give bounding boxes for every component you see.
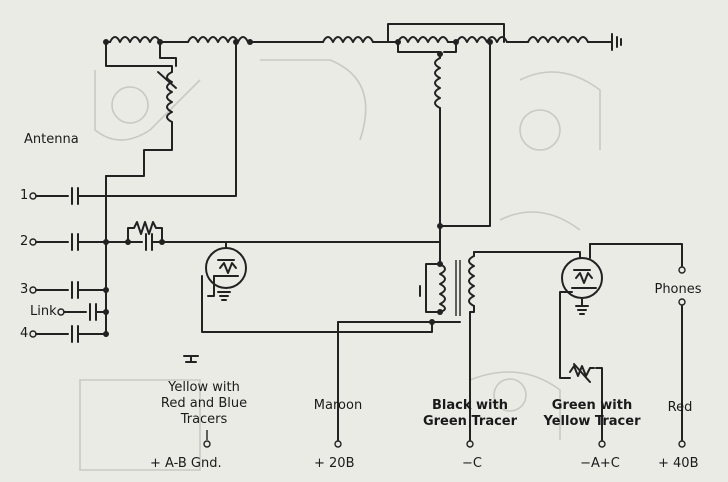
b-supply-bus bbox=[201, 275, 461, 448]
rheostat bbox=[569, 365, 595, 377]
link-label: Link bbox=[30, 304, 57, 319]
ab-gnd-label: + A-B Gnd. bbox=[150, 456, 222, 471]
black-wire-line-2: Green Tracer bbox=[422, 414, 518, 429]
terminal-4-post bbox=[29, 330, 37, 338]
antenna-label: Antenna bbox=[24, 132, 79, 147]
terminal-2-wiring bbox=[35, 233, 129, 251]
terminal-4-wiring bbox=[35, 325, 107, 343]
phones-output bbox=[678, 298, 686, 448]
minus-c-label: −C bbox=[462, 456, 482, 471]
transformer-primary bbox=[439, 263, 446, 313]
ab-ground-terminal bbox=[183, 355, 211, 448]
yellow-wire-line-3: Tracers bbox=[180, 412, 228, 427]
yellow-wire-line-1: Yellow with bbox=[168, 380, 240, 395]
coil-1 bbox=[109, 36, 161, 43]
coil-4 bbox=[397, 36, 449, 43]
audio-transformer bbox=[419, 241, 475, 448]
terminal-3-label: 3 bbox=[20, 282, 29, 297]
left-vertical-coil bbox=[105, 41, 177, 177]
antenna-input-section bbox=[29, 41, 441, 343]
ground-symbol-top bbox=[611, 33, 622, 51]
red-label: Red bbox=[667, 400, 693, 415]
terminal-3-post bbox=[29, 286, 37, 294]
terminal-2-label: 2 bbox=[20, 234, 29, 249]
green-wire-line-1: Green with bbox=[551, 398, 633, 413]
background-ghost-sketches bbox=[79, 59, 601, 471]
yellow-wire-line-2: Red and Blue bbox=[160, 396, 248, 411]
terminal-2-post bbox=[29, 238, 37, 246]
terminal-3-wiring bbox=[35, 281, 107, 299]
phones-label: Phones bbox=[654, 282, 702, 297]
ground-symbol-detector bbox=[217, 291, 231, 301]
transformer-secondary bbox=[468, 255, 475, 307]
link-wiring bbox=[63, 303, 107, 321]
coil-5 bbox=[456, 36, 508, 43]
top-inductor-chain bbox=[103, 23, 622, 51]
terminal-4-label: 4 bbox=[20, 326, 29, 341]
grid-condenser bbox=[127, 233, 163, 251]
right-vertical-coil bbox=[397, 41, 491, 243]
terminal-1-label: 1 bbox=[20, 188, 29, 203]
detector-tube bbox=[205, 241, 247, 301]
amplifier-tube bbox=[473, 243, 686, 448]
plus-20b-label: + 20B bbox=[314, 456, 355, 471]
terminal-1-wiring bbox=[35, 41, 237, 205]
black-wire-line-1: Black with bbox=[432, 398, 508, 413]
maroon-label: Maroon bbox=[313, 398, 363, 413]
green-wire-line-2: Yellow Tracer bbox=[543, 414, 641, 429]
plus-40b-label: + 40B bbox=[658, 456, 699, 471]
ground-symbol-amplifier bbox=[575, 297, 589, 315]
coil-6 bbox=[527, 36, 589, 43]
coil-2 bbox=[187, 36, 249, 43]
grid-leak-resistor bbox=[127, 221, 163, 243]
minus-a-plus-c-label: −A+C bbox=[580, 456, 620, 471]
link-post bbox=[57, 308, 65, 316]
terminal-1-post bbox=[29, 192, 37, 200]
coil-3 bbox=[322, 36, 374, 43]
